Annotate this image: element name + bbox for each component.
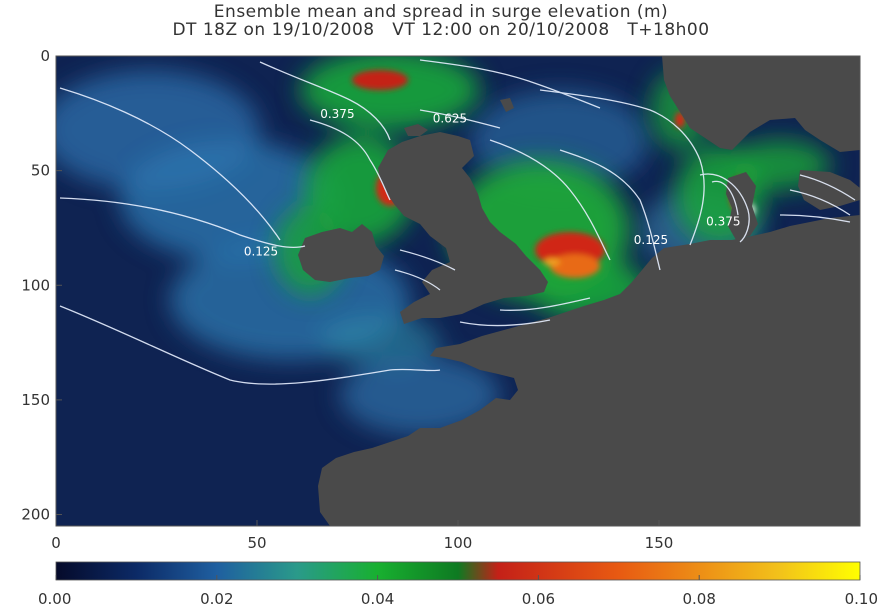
colorbar-tick-label: 0.00	[38, 590, 71, 608]
y-tick-label: 0	[40, 47, 50, 65]
contour-line	[489, 139, 611, 261]
hotspot	[544, 258, 560, 266]
contour-line	[711, 180, 739, 216]
contour-line	[59, 87, 281, 241]
contour-line	[699, 173, 750, 243]
colorbar-tick-label: 0.02	[200, 590, 233, 608]
contour-line	[459, 319, 551, 327]
contour-label: 0.625	[433, 111, 467, 125]
contour-line	[394, 269, 441, 291]
sweden-south	[798, 170, 860, 210]
contour-label: 0.125	[244, 244, 278, 258]
contour-labels: 0.375 0.625 0.125 0.125 0.375	[244, 107, 741, 259]
shetland	[500, 98, 514, 112]
contour-label: 0.375	[706, 215, 740, 229]
hotspot	[550, 254, 600, 278]
colorbar-tick-label: 0.06	[522, 590, 555, 608]
scandinavia	[662, 56, 860, 152]
contour-line	[419, 109, 501, 129]
colorbar-ticks: 0.00 0.02 0.04 0.06 0.08 0.10	[38, 575, 878, 608]
contour-label: 0.375	[320, 107, 354, 121]
contour-line	[59, 305, 441, 385]
chart-title: Ensemble mean and spread in surge elevat…	[213, 2, 669, 22]
colorbar-tick-label: 0.04	[361, 590, 394, 608]
contour-line	[789, 189, 851, 216]
y-tick-label: 50	[31, 162, 50, 180]
y-tick-label: 100	[21, 276, 50, 294]
x-tick-label: 100	[444, 534, 473, 552]
land	[298, 56, 860, 526]
x-axis: 0 50 100 150	[51, 520, 673, 552]
spread-zone-north	[300, 56, 480, 130]
colorbar	[55, 561, 861, 581]
sea-shade	[320, 315, 440, 365]
contour-line	[399, 249, 456, 271]
denmark	[726, 172, 758, 240]
y-tick-label: 150	[21, 391, 50, 409]
y-axis: 0 50 100 150 200	[21, 47, 62, 524]
contour-line	[309, 119, 391, 201]
contour-line	[799, 174, 856, 201]
contour-line	[779, 214, 851, 223]
contour-line	[59, 197, 306, 249]
contour-line	[559, 149, 661, 271]
continental-europe	[318, 215, 860, 526]
great-britain	[378, 132, 548, 324]
contour-line	[539, 89, 705, 246]
contours	[59, 59, 856, 385]
contour-line	[419, 59, 601, 109]
orkney	[404, 124, 428, 136]
contour-label: 0.125	[634, 233, 668, 247]
contour-line	[499, 297, 591, 311]
colorbar-tick-label: 0.10	[845, 590, 878, 608]
contour-line	[259, 61, 391, 141]
x-tick-label: 50	[247, 534, 266, 552]
hotspot	[352, 70, 408, 90]
x-tick-label: 0	[51, 534, 61, 552]
sea-shade	[340, 355, 500, 435]
x-tick-label: 150	[645, 534, 674, 552]
colorbar-tick-label: 0.08	[682, 590, 715, 608]
y-tick-label: 200	[21, 506, 50, 524]
map-field: 0.375 0.625 0.125 0.125 0.375	[56, 56, 860, 526]
ireland	[298, 224, 384, 282]
chart-subtitle: DT 18Z on 19/10/2008 VT 12:00 on 20/10/2…	[172, 20, 710, 40]
